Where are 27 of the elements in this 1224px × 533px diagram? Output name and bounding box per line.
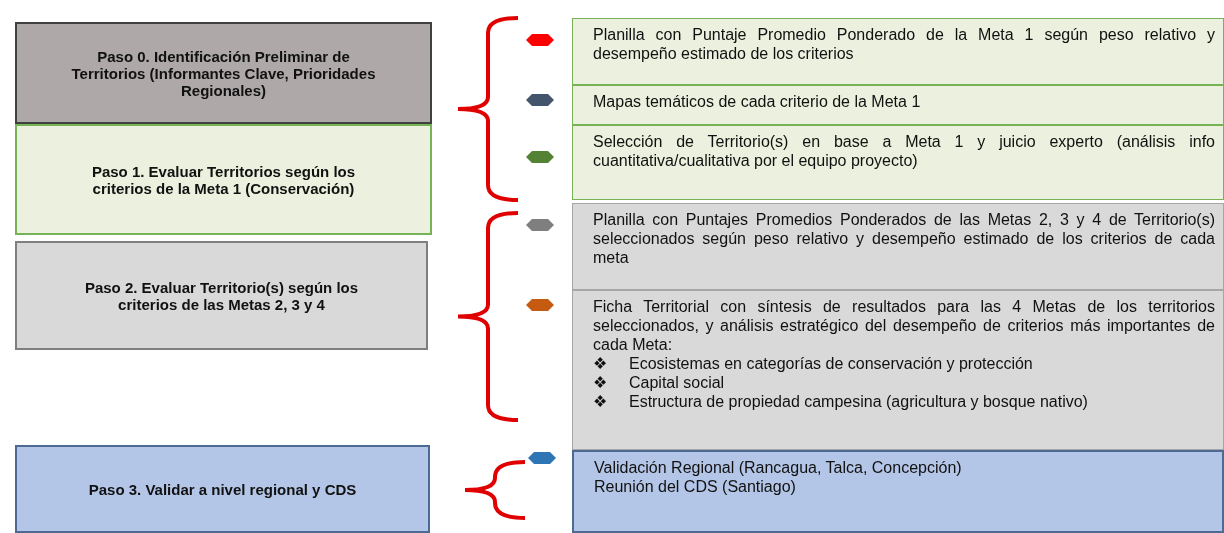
step-box: [15, 124, 432, 235]
result-box: [572, 18, 1224, 85]
result-text: Planilla con Puntajes Promedios Ponderados de las Metas 2, 3 y 4 de Territorio(s) seleccionados según peso relativo y desempeño estimado de los criterios de cada meta: [593, 211, 1215, 266]
step-box: [15, 445, 430, 533]
result-text: Selección de Territorio(s) en base a Meta 1 y juicio experto (análisis info cuantitativa/cualitativa por el equipo proyecto): [593, 133, 1215, 169]
bullet-marker: ❖: [593, 373, 608, 392]
step-box: [15, 241, 428, 350]
step-title: Paso 3. Validar a nivel regional y CDS: [88, 480, 357, 498]
bullet-marker: ❖: [593, 354, 608, 373]
result-text: Planilla con Puntaje Promedio Ponderado de la Meta 1 según peso relativo y desempeño estimado de los criterios: [593, 26, 1215, 62]
result-box: [572, 203, 1224, 290]
result-text: Validación Regional (Rancagua, Talca, Concepción): [594, 458, 963, 477]
result-text: Mapas temáticos de cada criterio de la Meta 1: [593, 93, 921, 110]
result-box: [572, 125, 1224, 200]
result-box: [572, 290, 1224, 450]
step-title: Paso 1. Evaluar Territorios según los criterios de la Meta 1 (Conservación): [90, 162, 357, 197]
result-box: [572, 85, 1224, 125]
bullet-item: Estructura de propiedad campesina (agricultura y bosque nativo): [629, 392, 1088, 411]
step-title: Paso 0. Identificación Preliminar de Territorios (Informantes Clave, Prioridades Regionales): [70, 47, 377, 99]
description-text: Ficha Territorial con síntesis de resultados para las 4 Metas de los territorios seleccionados, y análisis estratégico del desempeño de criterios más importantes de cada Meta:: [593, 297, 1215, 354]
result-text: Reunión del CDS (Santiago): [594, 477, 797, 496]
bullet-marker: ❖: [593, 392, 608, 411]
bullet-item: Capital social: [629, 373, 725, 392]
result-box: [572, 450, 1224, 533]
step-box: [15, 22, 432, 124]
step-title: Paso 2. Evaluar Territorio(s) según los criterios de las Metas 2, 3 y 4: [83, 278, 360, 313]
bullet-item: Ecosistemas en categorías de conservación y protección: [629, 354, 1033, 373]
